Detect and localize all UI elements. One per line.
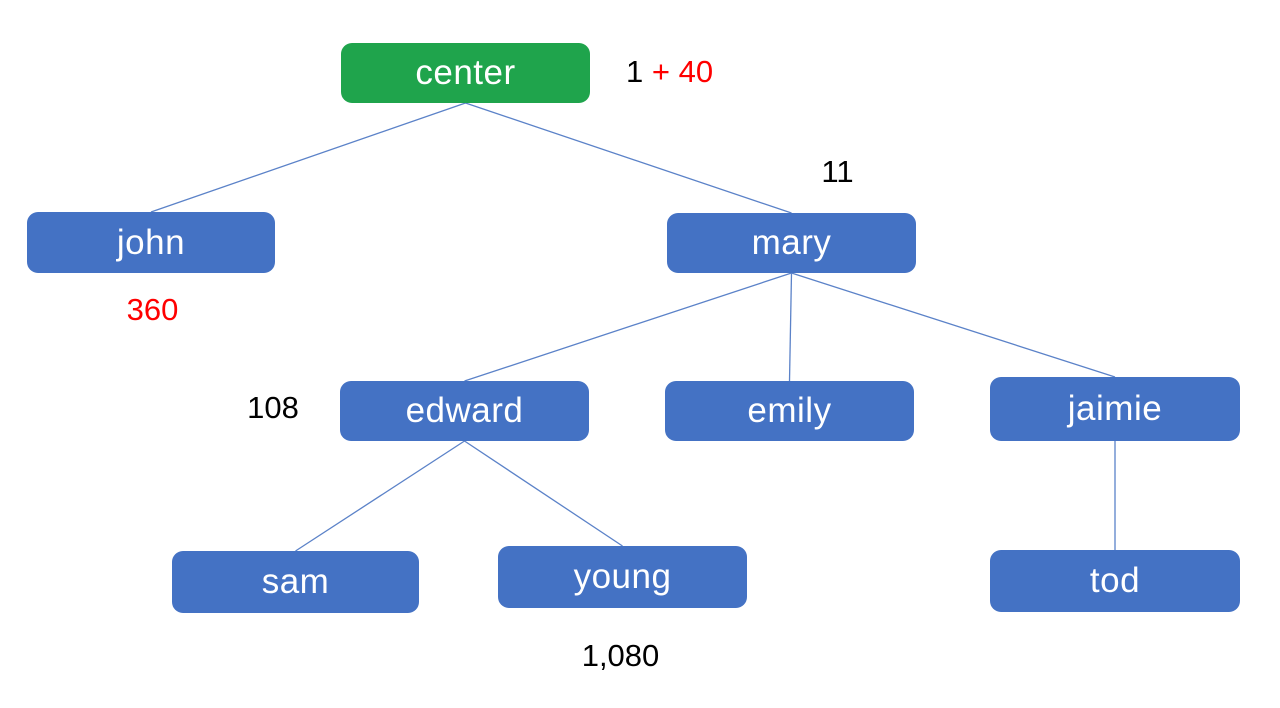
edge-mary-emily — [788, 272, 793, 382]
annotation-mary-value: 11 — [800, 150, 875, 194]
tree-node-edward: edward — [340, 381, 589, 441]
tree-node-mary: mary — [667, 213, 916, 273]
annotation-center-value-part-0: 1 — [626, 54, 652, 89]
annotation-center-value: 1 + 40 — [626, 50, 786, 94]
tree-node-tod: tod — [990, 550, 1240, 612]
edge-mary-edward — [464, 272, 792, 382]
edge-center-john — [150, 102, 466, 213]
edge-edward-sam — [295, 440, 465, 552]
tree-node-jaimie: jaimie — [990, 377, 1240, 441]
tree-node-center: center — [341, 43, 590, 103]
edge-mary-jaimie — [791, 272, 1116, 378]
tree-node-john: john — [27, 212, 275, 273]
annotation-john-value-part-0: 360 — [126, 292, 179, 327]
annotation-young-value: 1,080 — [558, 634, 683, 678]
annotation-edward-value-part-0: 108 — [247, 390, 299, 425]
annotation-john-value: 360 — [105, 288, 200, 332]
tree-node-sam: sam — [172, 551, 419, 613]
edge-edward-young — [464, 440, 623, 547]
annotation-young-value-part-0: 1,080 — [581, 638, 660, 673]
edge-center-mary — [465, 102, 792, 214]
annotation-edward-value: 108 — [228, 386, 318, 430]
annotation-center-value-part-1: + 40 — [651, 54, 714, 89]
tree-node-emily: emily — [665, 381, 914, 441]
annotation-mary-value-part-0: 11 — [821, 154, 854, 189]
tree-node-young: young — [498, 546, 747, 608]
